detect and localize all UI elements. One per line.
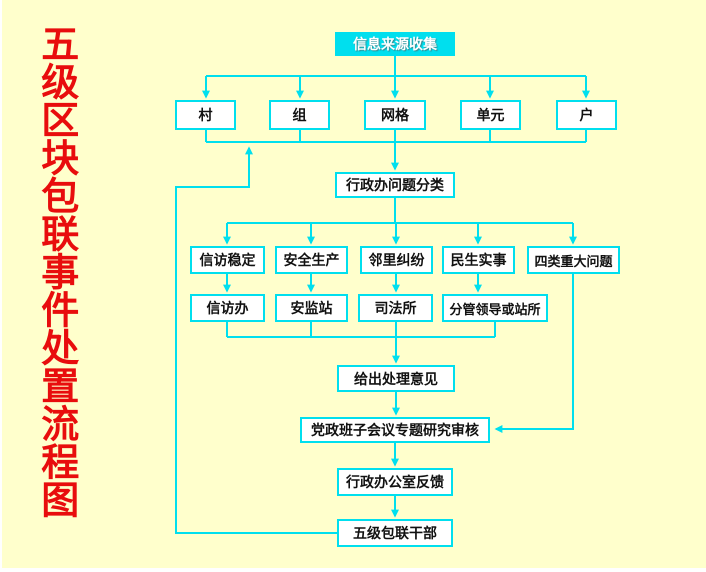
node-petition-stability: 信访稳定 — [190, 246, 265, 274]
node-admin-feedback: 行政办公室反馈 — [337, 468, 453, 496]
node-petition-office: 信访办 — [190, 294, 265, 322]
node-leader-or-station: 分管领导或站所 — [442, 294, 548, 322]
node-four-major-issues: 四类重大问题 — [527, 246, 620, 274]
node-household: 户 — [556, 100, 617, 130]
node-unit: 单元 — [460, 100, 521, 130]
page-title-vertical: 五级区块包联事件处置流程图 — [34, 24, 77, 518]
node-justice-office: 司法所 — [358, 294, 433, 322]
node-group: 组 — [269, 100, 330, 130]
node-grid: 网格 — [364, 100, 426, 130]
page-left-margin — [0, 0, 2, 572]
node-party-review: 党政班子会议专题研究审核 — [300, 417, 490, 443]
node-problem-classification: 行政办问题分类 — [335, 172, 455, 198]
node-handling-opinion: 给出处理意见 — [337, 365, 455, 392]
node-info-source-collection: 信息来源收集 — [335, 32, 455, 56]
node-work-safety: 安全生产 — [275, 246, 348, 274]
node-village: 村 — [175, 100, 236, 130]
node-five-level-cadres: 五级包联干部 — [337, 519, 453, 547]
node-neighbor-dispute: 邻里纠纷 — [360, 246, 433, 274]
node-livelihood-matters: 民生实事 — [442, 246, 515, 274]
node-safety-station: 安监站 — [275, 294, 348, 322]
page-bottom-margin — [0, 568, 706, 572]
